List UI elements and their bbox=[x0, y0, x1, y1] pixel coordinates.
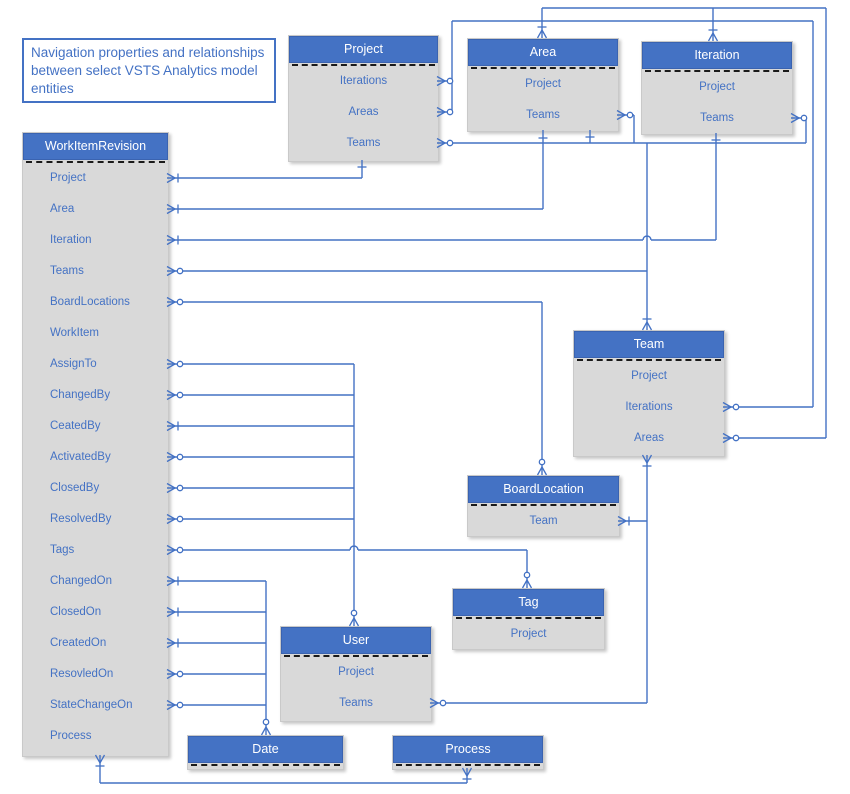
entity-header: Tag bbox=[453, 589, 604, 616]
entity-property: AssignTo bbox=[50, 358, 97, 370]
entity-property: CeatedBy bbox=[50, 420, 101, 432]
cardinality-glyph bbox=[722, 432, 740, 444]
cardinality-glyph bbox=[707, 29, 719, 42]
entity-property: ChangedBy bbox=[50, 389, 111, 401]
entity-property: Areas bbox=[348, 106, 379, 118]
cardinality-glyph bbox=[536, 458, 548, 476]
entity-property: WorkItem bbox=[50, 327, 99, 339]
cardinality-glyph bbox=[436, 75, 454, 87]
entity-property: Teams bbox=[346, 137, 381, 149]
cardinality-glyph bbox=[348, 609, 360, 627]
entity-header: WorkItemRevision bbox=[23, 133, 168, 160]
cardinality-glyph bbox=[536, 26, 548, 39]
entity-property: Area bbox=[50, 203, 75, 215]
header-separator bbox=[577, 359, 721, 361]
cardinality-glyph bbox=[641, 318, 653, 331]
header-separator bbox=[292, 64, 435, 66]
header-separator bbox=[645, 70, 789, 72]
cardinality-glyph bbox=[722, 401, 740, 413]
entity-property: CreatedOn bbox=[50, 637, 107, 649]
entity-property: BoardLocations bbox=[50, 296, 130, 308]
entity-property: ActivatedBy bbox=[50, 451, 111, 463]
entity-property: Project bbox=[525, 78, 561, 90]
entity-property: Process bbox=[50, 730, 92, 742]
entity-property: ClosedBy bbox=[50, 482, 100, 494]
cardinality-glyph bbox=[436, 106, 454, 118]
entity-property: Teams bbox=[526, 109, 560, 121]
entity-header: Iteration bbox=[642, 42, 792, 69]
entity-header: Project bbox=[289, 36, 438, 63]
header-separator bbox=[191, 764, 340, 766]
entity-property: Project bbox=[338, 666, 374, 678]
cardinality-glyph bbox=[790, 112, 808, 124]
cardinality-glyph bbox=[166, 265, 184, 277]
entity-property: Teams bbox=[50, 265, 84, 277]
entity-date: Date bbox=[187, 735, 344, 770]
cardinality-glyph bbox=[616, 109, 634, 121]
cardinality-glyph bbox=[166, 358, 184, 370]
cardinality-glyph bbox=[166, 296, 184, 308]
cardinality-glyph bbox=[166, 451, 184, 463]
header-separator bbox=[26, 161, 165, 163]
cardinality-glyph bbox=[521, 571, 533, 589]
entity-property: Areas bbox=[633, 432, 665, 444]
entity-property: Team bbox=[529, 515, 558, 527]
diagram-title: Navigation properties and relationships … bbox=[22, 38, 276, 104]
entity-property: Iterations bbox=[625, 401, 673, 413]
entity-property: StateChangeOn bbox=[50, 699, 133, 711]
header-separator bbox=[471, 504, 616, 506]
cardinality-glyph bbox=[166, 482, 184, 494]
entity-property: Project bbox=[631, 370, 667, 382]
cardinality-glyph bbox=[166, 389, 184, 401]
entity-property: ChangedOn bbox=[50, 575, 113, 587]
entity-header: Date bbox=[188, 736, 343, 763]
entity-property: Project bbox=[510, 628, 547, 640]
entity-header: User bbox=[281, 627, 431, 654]
header-separator bbox=[471, 67, 615, 69]
entity-property: ClosedOn bbox=[50, 606, 102, 618]
cardinality-glyph bbox=[436, 137, 454, 149]
entity-property: Iterations bbox=[339, 75, 388, 87]
entity-header: Process bbox=[393, 736, 543, 763]
entity-property: Project bbox=[699, 81, 735, 93]
entity-property: Project bbox=[50, 172, 86, 184]
entity-property: ResovledOn bbox=[50, 668, 114, 680]
entity-header: Team bbox=[574, 331, 724, 358]
header-separator bbox=[284, 655, 428, 657]
entity-process: Process bbox=[392, 735, 544, 770]
cardinality-glyph bbox=[166, 544, 184, 556]
entity-property: Iteration bbox=[50, 234, 92, 246]
entity-property: Teams bbox=[700, 112, 734, 124]
cardinality-glyph bbox=[166, 699, 184, 711]
cardinality-glyph bbox=[429, 697, 447, 709]
header-separator bbox=[456, 617, 601, 619]
entity-property: ResolvedBy bbox=[50, 513, 112, 525]
entity-header: Area bbox=[468, 39, 618, 66]
header-separator bbox=[396, 764, 540, 766]
cardinality-glyph bbox=[260, 718, 272, 736]
entity-header: BoardLocation bbox=[468, 476, 619, 503]
entity-property: Teams bbox=[339, 697, 373, 709]
cardinality-glyph bbox=[166, 513, 184, 525]
cardinality-glyph bbox=[166, 668, 184, 680]
entity-property: Tags bbox=[50, 544, 75, 556]
